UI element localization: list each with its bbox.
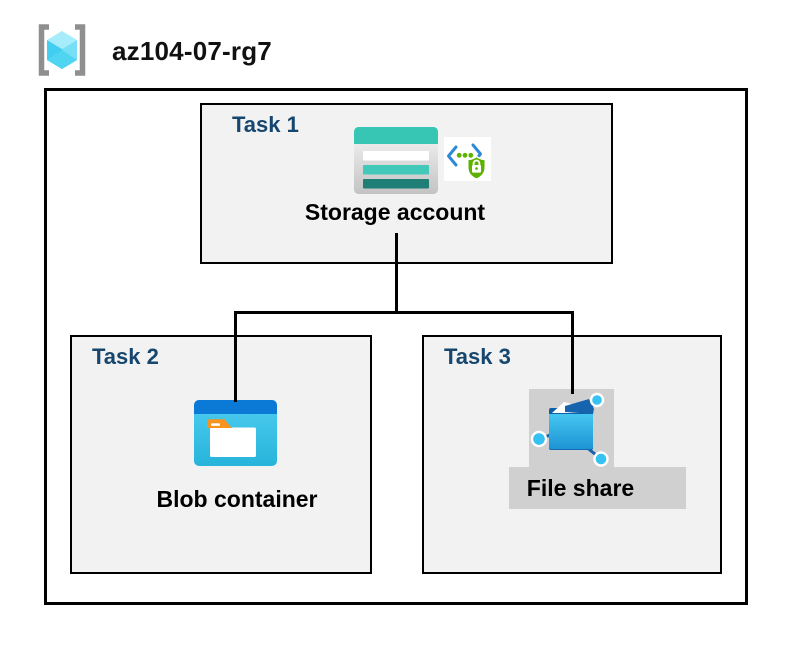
blob-container-label: Blob container [156,486,318,512]
connector-to-file-share [571,311,574,394]
task3-box: Task 3 [422,335,722,574]
blob-container-icon [194,400,277,466]
file-share-highlight [529,389,614,467]
file-share-label: File share [526,475,635,501]
resource-group-icon [38,24,86,76]
task1-label: Task 1 [232,112,299,137]
task2-box: Task 2 Blob container [70,335,372,574]
task1-box: Task 1 [200,103,613,264]
connector-to-blob-container [234,311,237,402]
sas-secure-access-icon [444,137,491,181]
file-share-icon [530,392,609,467]
task3-label: Task 3 [444,344,511,369]
storage-account-label: Storage account [304,199,486,225]
file-share-label-highlight: File share [509,467,686,509]
connector-horizontal [234,311,574,314]
task2-label: Task 2 [92,344,159,369]
resource-group-boundary: Task 1 [44,88,748,605]
resource-group-name: az104-07-rg7 [112,36,272,66]
storage-account-icon [354,127,438,194]
connector-storage-stem [395,233,398,314]
